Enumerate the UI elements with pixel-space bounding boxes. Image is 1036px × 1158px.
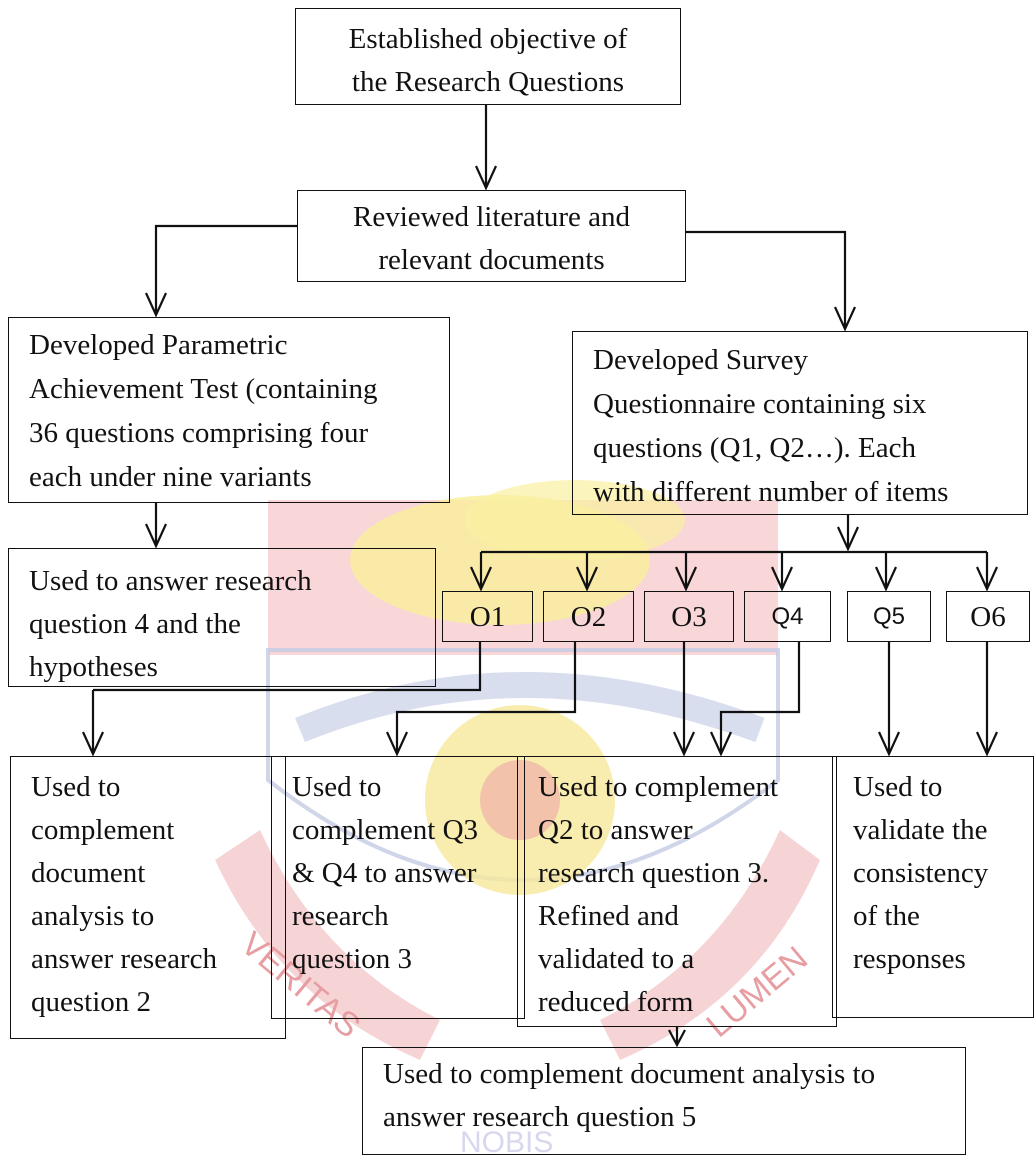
node-reviewed-literature: Reviewed literature and relevant documen… — [297, 190, 686, 282]
arrow-bus-q2 — [575, 552, 599, 592]
arrow-bus-q6 — [975, 552, 999, 592]
node-question-3-label: O3 — [671, 601, 707, 633]
node-complement-doc-rq5-text: Used to complement document analysis to … — [383, 1058, 876, 1133]
node-question-6: O6 — [946, 591, 1030, 642]
node-question-2-label: O2 — [570, 601, 607, 633]
node-validate-consistency: Used to validate the consistency of the … — [832, 756, 1034, 1018]
node-question-2: O2 — [543, 591, 634, 642]
node-question-5: Q5 — [847, 591, 931, 642]
arrow-bus-q3 — [674, 552, 698, 592]
node-established-objective: Established objective of the Research Qu… — [295, 8, 681, 105]
arrow-q4-q2box — [709, 642, 801, 757]
arrow-achievement-rq4 — [144, 503, 168, 549]
watermark-eagle-right-wing — [465, 480, 685, 560]
node-survey-questionnaire-text: Developed Survey Questionnaire containin… — [593, 344, 949, 508]
arrow-objective-literature — [474, 105, 498, 191]
node-validate-consistency-text: Used to validate the consistency of the … — [853, 771, 989, 975]
node-research-question-4-text: Used to answer research question 4 and t… — [29, 565, 312, 683]
node-reviewed-literature-text: Reviewed literature and relevant documen… — [353, 201, 630, 276]
watermark-ribbon-bottom-text: NOBIS — [460, 1126, 553, 1158]
node-survey-questionnaire: Developed Survey Questionnaire containin… — [572, 331, 1028, 515]
arrow-bus-q1 — [469, 552, 493, 592]
node-question-4-label: Q4 — [771, 603, 804, 630]
watermark-wave — [295, 672, 765, 743]
node-achievement-test: Developed Parametric Achievement Test (c… — [8, 317, 450, 503]
node-question-6-label: O6 — [970, 601, 1006, 633]
arrow-survey-bus — [836, 515, 860, 552]
node-question-1-label: O1 — [469, 601, 506, 633]
node-complement-q3-q4-text: Used to complement Q3 & Q4 to answer res… — [292, 771, 479, 975]
node-question-4: Q4 — [744, 591, 831, 642]
node-achievement-test-text: Developed Parametric Achievement Test (c… — [29, 329, 378, 493]
arrow-rq4-docrq2 — [81, 690, 105, 757]
node-question-3: O3 — [644, 591, 734, 642]
arrow-literature-survey — [686, 230, 857, 332]
node-research-question-4: Used to answer research question 4 and t… — [8, 548, 436, 687]
node-question-5-label: Q5 — [872, 603, 905, 630]
watermark-ribbon-right — [600, 830, 820, 1060]
node-complement-q2-rq3: Used to complement Q2 to answer research… — [517, 756, 837, 1027]
arrow-literature-achievement — [144, 224, 297, 318]
arrow-bus-q5 — [874, 552, 898, 592]
arrow-q2box-docrq5 — [668, 1027, 686, 1048]
node-complement-doc-rq2: Used to complement document analysis to … — [10, 756, 286, 1039]
arrow-bus-q4 — [770, 552, 794, 592]
node-complement-q2-rq3-text: Used to complement Q2 to answer research… — [538, 771, 779, 1018]
node-question-1: O1 — [442, 591, 533, 642]
node-complement-q3-q4: Used to complement Q3 & Q4 to answer res… — [271, 756, 525, 1019]
arrow-q5-validate — [877, 642, 901, 757]
arrow-q2-q3q4box — [385, 642, 577, 757]
node-complement-doc-rq2-text: Used to complement document analysis to … — [31, 771, 217, 1018]
node-complement-doc-rq5: Used to complement document analysis to … — [362, 1047, 966, 1155]
arrow-q6-validate — [975, 642, 999, 757]
arrow-q3-q2box — [672, 642, 696, 757]
line-q1-docrq2 — [93, 642, 482, 692]
watermark-emblem-core — [480, 760, 560, 840]
node-established-objective-text: Established objective of the Research Qu… — [348, 23, 628, 98]
